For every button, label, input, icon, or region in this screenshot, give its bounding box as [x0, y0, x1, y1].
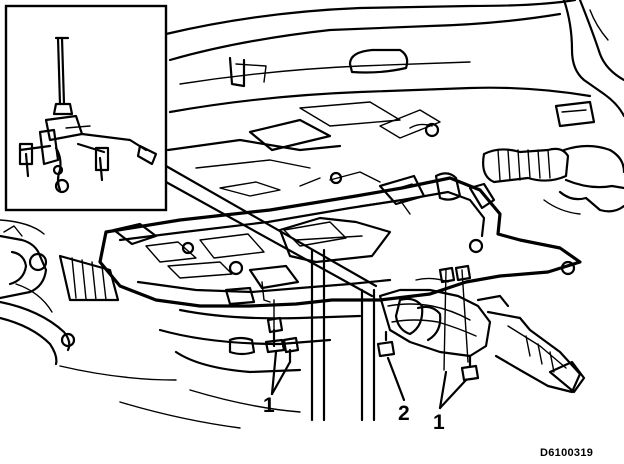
bolt-left-1	[264, 316, 286, 354]
bolt-right-1	[438, 264, 472, 284]
front-subframe	[98, 122, 582, 308]
bolt-right-2	[460, 354, 480, 382]
gear-lever-detail	[18, 36, 158, 194]
inset-detail-box	[4, 4, 168, 212]
right-steering-assembly	[468, 0, 624, 215]
callout-label-1-right: 1	[433, 411, 445, 434]
fastener-bolts	[264, 264, 480, 382]
callout-label-1-left: 1	[263, 394, 275, 417]
alignment-lines	[164, 164, 469, 422]
callout-leaders	[270, 350, 468, 410]
bolt-left-2	[282, 336, 300, 364]
bolt-center-2	[376, 330, 396, 358]
callout-label-2: 2	[398, 402, 410, 425]
vehicle-body-outline	[164, 0, 592, 197]
figure-reference-code: D6100319	[540, 447, 594, 459]
